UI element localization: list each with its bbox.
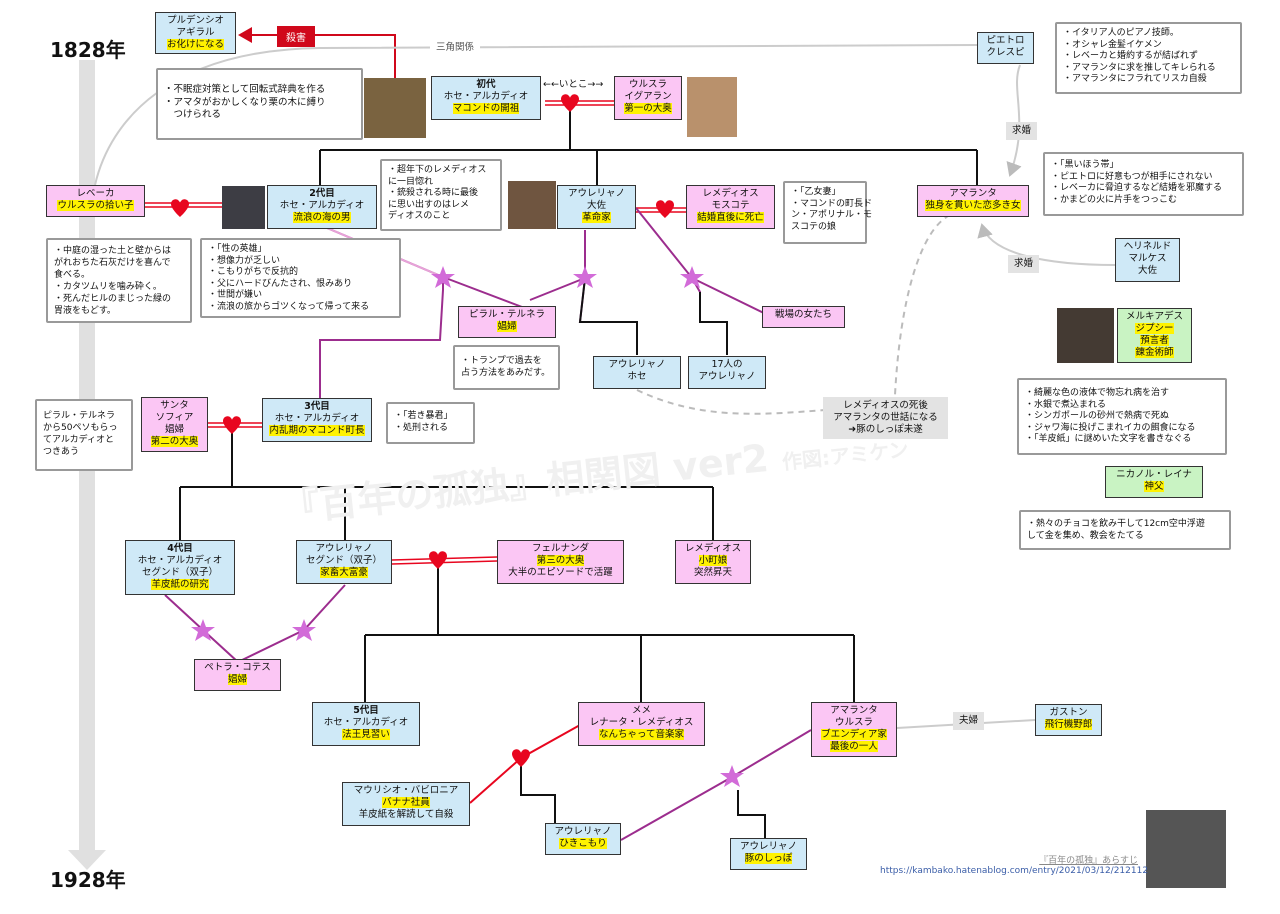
node-ursula[interactable]: ウルスライグアラン第一の大奥	[614, 76, 682, 120]
star-icon	[720, 765, 744, 787]
node-mauricio-babilonia[interactable]: マウリシオ・バビロニアバナナ社員羊皮紙を解読して自殺	[342, 782, 470, 826]
sankaku-label: 三角関係	[430, 39, 481, 57]
node-prudencio[interactable]: プルデンシオアギラルお化けになる	[155, 12, 236, 54]
node-gerineldo[interactable]: ヘリネルドマルケス大佐	[1115, 238, 1180, 282]
node-rebeca[interactable]: レベーカウルスラの拾い子	[46, 185, 145, 217]
heart-icon	[223, 416, 241, 434]
heart-icon	[656, 200, 674, 218]
footer: 『百年の孤独』あらすじ https://kambako.hatenablog.c…	[880, 853, 1149, 876]
note-pilar: ・トランプで過去を占う方法をあみだす。	[453, 345, 560, 390]
node-meme[interactable]: メメレナータ・レメディオスなんちゃって音楽家	[578, 702, 705, 746]
aureliano-photo	[508, 181, 556, 229]
node-aureliano-hikikomori[interactable]: アウレリャノひきこもり	[545, 823, 621, 855]
node-gaston[interactable]: ガストン飛行機野郎	[1035, 704, 1102, 736]
star-icon	[431, 266, 455, 288]
note-pietro: ・イタリア人のピアノ技師。・オシャレ金髪イケメン・レベーカと婚約するが結ばれず・…	[1055, 22, 1242, 94]
star-icon	[573, 266, 597, 288]
kyukon-label-2: 求婚	[1008, 255, 1040, 273]
node-gen5-jose-arcadio[interactable]: 5代目ホセ・アルカディオ法王見習い	[312, 702, 420, 746]
remedios-death-label: レメディオスの死後アマランタの世話になる➜豚のしっぽ未遂	[823, 397, 948, 439]
node-nicanor[interactable]: ニカノル・レイナ神父	[1105, 466, 1203, 498]
node-remedios-moscote[interactable]: レメディオスモスコテ結婚直後に死亡	[686, 185, 775, 229]
melquiades-photo	[1057, 308, 1114, 363]
node-aureliano-segundo[interactable]: アウレリャノセグンド（双子）家畜大富豪	[296, 540, 392, 584]
node-melquiades[interactable]: メルキアデス ジプシー 預言者 錬金術師	[1117, 308, 1192, 363]
node-gen2-jose-arcadio[interactable]: 2代目ホセ・アルカディオ流浪の海の男	[267, 185, 377, 229]
jose-arcadio-2-photo	[222, 186, 265, 229]
note-aureliano: ・超年下のレメディオスに一目惚れ・銃殺される時に最後に思い出すのはレメディオスの…	[380, 159, 502, 231]
node-war-women[interactable]: 戦場の女たち	[762, 306, 845, 328]
node-gen1-jose-arcadio[interactable]: 初代ホセ・アルカディオマコンドの開祖	[431, 76, 541, 120]
murder-label: 殺害	[277, 26, 315, 47]
node-aureliano-colonel[interactable]: アウレリャノ大佐革命家	[557, 185, 636, 229]
node-pilar-ternera[interactable]: ピラル・テルネラ娼婦	[458, 306, 556, 338]
footer-url[interactable]: https://kambako.hatenablog.com/entry/202…	[880, 866, 1149, 876]
itoko-label: ←←いとこ→→	[543, 79, 604, 91]
node-pietro[interactable]: ピエトロクレスピ	[977, 32, 1034, 64]
note-remedios: ・「乙女妻」・マコンドの町長ドン・アポリナル・モスコテの娘	[783, 181, 872, 244]
footer-title[interactable]: 『百年の孤独』あらすじ	[1039, 856, 1138, 866]
node-santa-sofia[interactable]: サンタソフィア娼婦第二の大奥	[141, 397, 208, 452]
kyukon-label-1: 求婚	[1006, 122, 1038, 140]
node-amaranta[interactable]: アマランタ独身を貫いた恋多き女	[917, 185, 1029, 217]
heart-icon	[512, 749, 530, 767]
note-rebeca: ・中庭の湿った土と壁からはがれおちた石灰だけを喜んで食べる。・カタツムリを噛み砕…	[46, 238, 192, 323]
heart-icon	[429, 551, 447, 569]
node-remedios-beauty[interactable]: レメディオス小町娘突然昇天	[675, 540, 751, 584]
note-gen1: ・不眠症対策として回転式辞典を作る・アマタがおかしくなり栗の木に縛り つけられる	[156, 68, 363, 140]
end-year: 1928年	[50, 868, 126, 892]
node-17-aurelianos[interactable]: 17人のアウレリャノ	[688, 356, 766, 389]
node-petra-cotes[interactable]: ペトラ・コテス娼婦	[194, 659, 281, 691]
fuufu-label: 夫婦	[953, 712, 985, 730]
note-gen2: ・「性の英雄」・想像力が乏しい・こもりがちで反抗的・父にハードびんたされ、恨みあ…	[200, 238, 401, 318]
note-santa-sofia: ピラル・テルネラから50ペソもらってアルカディオとつきあう	[35, 399, 133, 471]
author-photo	[1146, 810, 1226, 888]
note-melquiades: ・綺麗な色の液体で物忘れ病を治す・水銀で煮込まれる・シンガポールの砂州で熱病で死…	[1017, 378, 1227, 455]
note-gen3: ・「若き暴君」・処刑される	[386, 402, 475, 444]
node-aureliano-jose[interactable]: アウレリャノホセ	[593, 356, 681, 389]
heart-icon	[561, 94, 579, 112]
node-fernanda[interactable]: フェルナンダ第三の大奥大半のエピソードで活躍	[497, 540, 624, 584]
star-icon	[292, 619, 316, 641]
node-gen3-jose-arcadio[interactable]: 3代目ホセ・アルカディオ内乱期のマコンド町長	[262, 398, 372, 442]
node-amaranta-ursula[interactable]: アマランタウルスラブエンディア家最後の一人	[811, 702, 897, 757]
node-gen4-jose-arcadio-segundo[interactable]: 4代目ホセ・アルカディオセグンド（双子）羊皮紙の研究	[125, 540, 235, 595]
start-year: 1828年	[50, 38, 126, 62]
star-icon	[680, 266, 704, 288]
jose-arcadio-photo	[364, 78, 426, 138]
node-aureliano-pig-tail[interactable]: アウレリャノ豚のしっぽ	[730, 838, 807, 870]
note-amaranta: ・「黒いほう帯」・ピエトロに好意もつが相手にされない・レベーカに脅迫するなど結婚…	[1043, 152, 1244, 216]
heart-icon	[171, 199, 189, 217]
star-icon	[191, 619, 215, 641]
ursula-photo	[687, 77, 737, 137]
note-nicanor: ・熱々のチョコを飲み干して12cm空中浮遊して金を集め、教会をたてる	[1019, 510, 1231, 550]
